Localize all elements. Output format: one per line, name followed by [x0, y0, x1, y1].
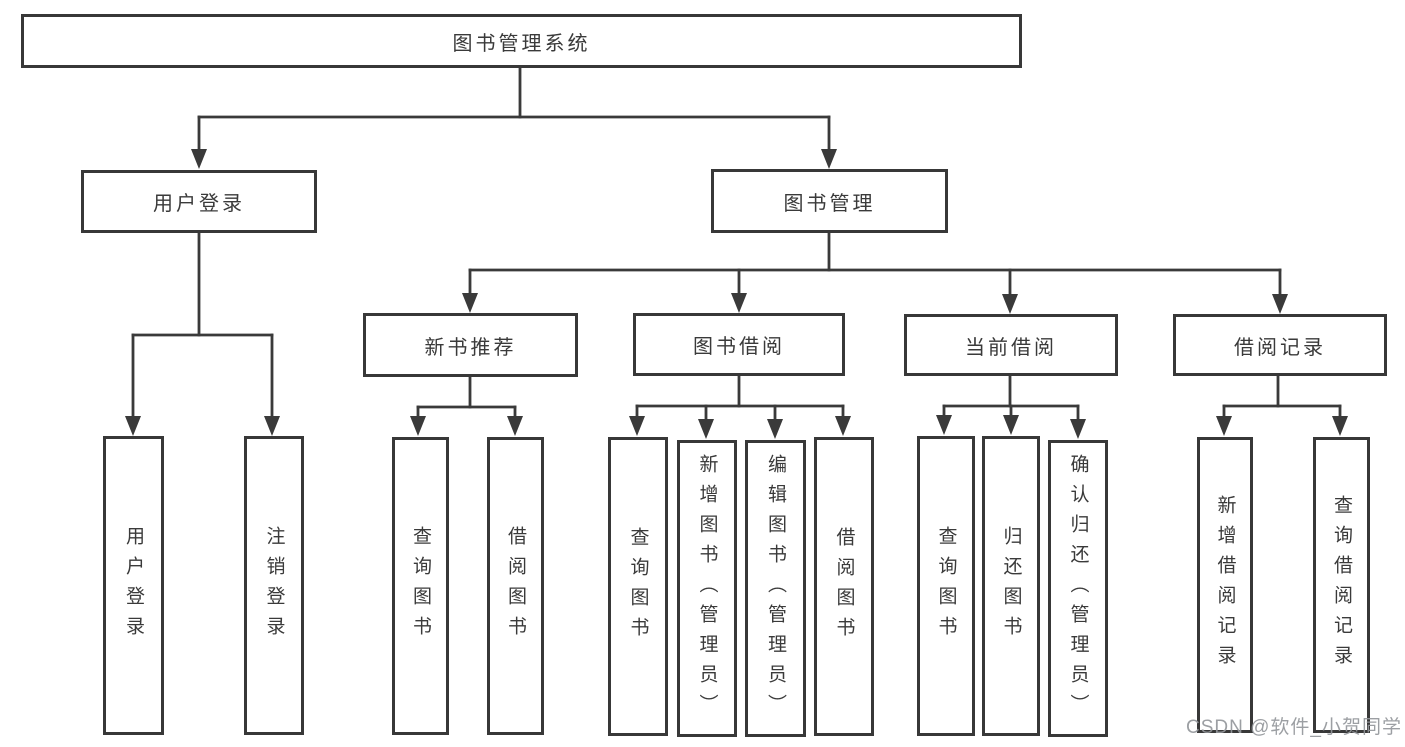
leaf-query-books-current: 查询图书: [917, 436, 975, 736]
leaf-label: 用户登录: [123, 525, 144, 646]
node-root: 图书管理系统: [21, 14, 1022, 68]
node-current-borrowing: 当前借阅: [904, 314, 1118, 376]
leaf-user-login: 用户登录: [103, 436, 164, 735]
leaf-label: 查询图书: [627, 526, 649, 647]
leaf-label: 查询借阅记录: [1331, 495, 1352, 675]
leaf-confirm-return-admin: 确认归还（管理员）: [1048, 440, 1108, 737]
node-borrowing-records: 借阅记录: [1173, 314, 1387, 376]
leaf-add-books-admin: 新增图书（管理员）: [677, 440, 737, 737]
connector-book-management-branch: [462, 231, 1288, 314]
connector-root-to-level2: [191, 66, 837, 169]
leaf-label: 查询图书: [410, 526, 431, 646]
csdn-watermark: CSDN @软件_小贺同学: [1186, 717, 1402, 738]
leaf-label: 新增借阅记录: [1214, 495, 1236, 675]
leaf-label: 归还图书: [1000, 526, 1022, 646]
node-book-management: 图书管理: [711, 169, 948, 233]
leaf-add-borrow-record: 新增借阅记录: [1197, 437, 1253, 733]
leaf-borrow-books: 借阅图书: [814, 437, 874, 736]
leaf-edit-books-admin: 编辑图书（管理员）: [745, 440, 806, 737]
leaf-borrow-books-recommend: 借阅图书: [487, 437, 544, 735]
node-book-borrowing: 图书借阅: [633, 313, 845, 376]
leaf-query-borrow-records: 查询借阅记录: [1313, 437, 1370, 733]
leaf-return-books: 归还图书: [982, 436, 1040, 736]
connector-current-borrowing: [936, 374, 1086, 439]
node-new-book-recommendation: 新书推荐: [363, 313, 578, 377]
leaf-label: 查询图书: [935, 526, 957, 646]
connector-borrowing-records: [1216, 374, 1348, 436]
leaf-label: 编辑图书（管理员）: [765, 453, 786, 724]
leaf-query-books-recommend: 查询图书: [392, 437, 449, 735]
connector-book-borrowing: [629, 374, 851, 439]
connector-new-book-recommendation: [410, 375, 523, 436]
node-user-login: 用户登录: [81, 170, 317, 233]
leaf-label: 注销登录: [263, 525, 285, 646]
leaf-label: 借阅图书: [833, 526, 855, 647]
leaf-logout: 注销登录: [244, 436, 304, 735]
leaf-label: 确认归还（管理员）: [1067, 453, 1089, 724]
connector-user-login-branch: [125, 231, 280, 436]
leaf-query-books-borrow: 查询图书: [608, 437, 668, 736]
leaf-label: 新增图书（管理员）: [696, 453, 718, 724]
leaf-label: 借阅图书: [505, 526, 526, 646]
